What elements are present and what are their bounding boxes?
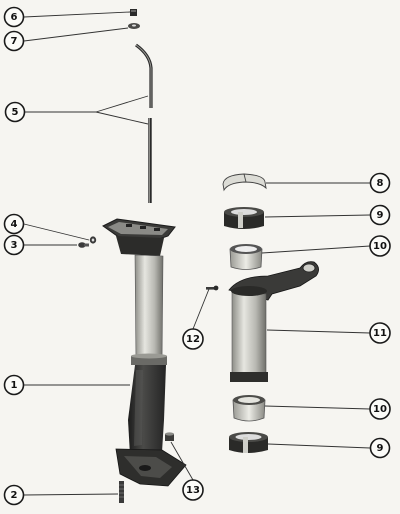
part-plug bbox=[165, 432, 174, 441]
part-washer bbox=[128, 23, 140, 29]
svg-text:10: 10 bbox=[373, 404, 387, 415]
svg-text:6: 6 bbox=[11, 12, 18, 23]
part-split-ring bbox=[222, 173, 267, 192]
svg-text:5: 5 bbox=[12, 107, 19, 118]
callout-6: 6 bbox=[3, 6, 25, 28]
svg-text:4: 4 bbox=[11, 219, 18, 230]
svg-text:7: 7 bbox=[11, 36, 18, 47]
callout-10-upper: 10 bbox=[369, 235, 391, 257]
part-shift-rod bbox=[135, 43, 153, 203]
svg-text:13: 13 bbox=[186, 485, 200, 496]
callout-2: 2 bbox=[3, 484, 25, 506]
leader-lines bbox=[23, 11, 371, 496]
svg-text:11: 11 bbox=[373, 328, 387, 339]
svg-text:10: 10 bbox=[373, 241, 387, 252]
callout-9-lower: 9 bbox=[369, 437, 391, 459]
callout-1: 1 bbox=[3, 374, 25, 396]
callout-7: 7 bbox=[3, 30, 25, 52]
callout-5: 5 bbox=[4, 101, 26, 123]
callout-12: 12 bbox=[182, 328, 204, 350]
part-screw bbox=[206, 285, 219, 291]
part-bushing-small bbox=[89, 236, 97, 244]
part-shift-housing bbox=[228, 261, 319, 382]
callout-4: 4 bbox=[3, 213, 25, 235]
part-bushing-lower bbox=[232, 395, 266, 422]
svg-text:2: 2 bbox=[11, 490, 18, 501]
callout-8: 8 bbox=[369, 172, 391, 194]
callout-11: 11 bbox=[369, 322, 391, 344]
part-nut bbox=[130, 9, 137, 16]
callout-10-lower: 10 bbox=[369, 398, 391, 420]
callout-9-upper: 9 bbox=[369, 204, 391, 226]
part-stud bbox=[119, 481, 124, 503]
part-rubber-ring-upper bbox=[224, 207, 264, 229]
svg-text:9: 9 bbox=[377, 210, 384, 221]
svg-text:9: 9 bbox=[377, 443, 384, 454]
callout-3: 3 bbox=[3, 234, 25, 256]
svg-text:3: 3 bbox=[11, 240, 18, 251]
part-bushing-upper bbox=[229, 244, 263, 270]
part-housing bbox=[102, 218, 187, 487]
part-screw-small bbox=[78, 242, 89, 248]
svg-text:1: 1 bbox=[11, 380, 18, 391]
callout-13: 13 bbox=[182, 479, 204, 501]
svg-text:12: 12 bbox=[186, 334, 200, 345]
svg-text:8: 8 bbox=[377, 178, 384, 189]
part-rubber-ring-lower bbox=[229, 432, 268, 453]
